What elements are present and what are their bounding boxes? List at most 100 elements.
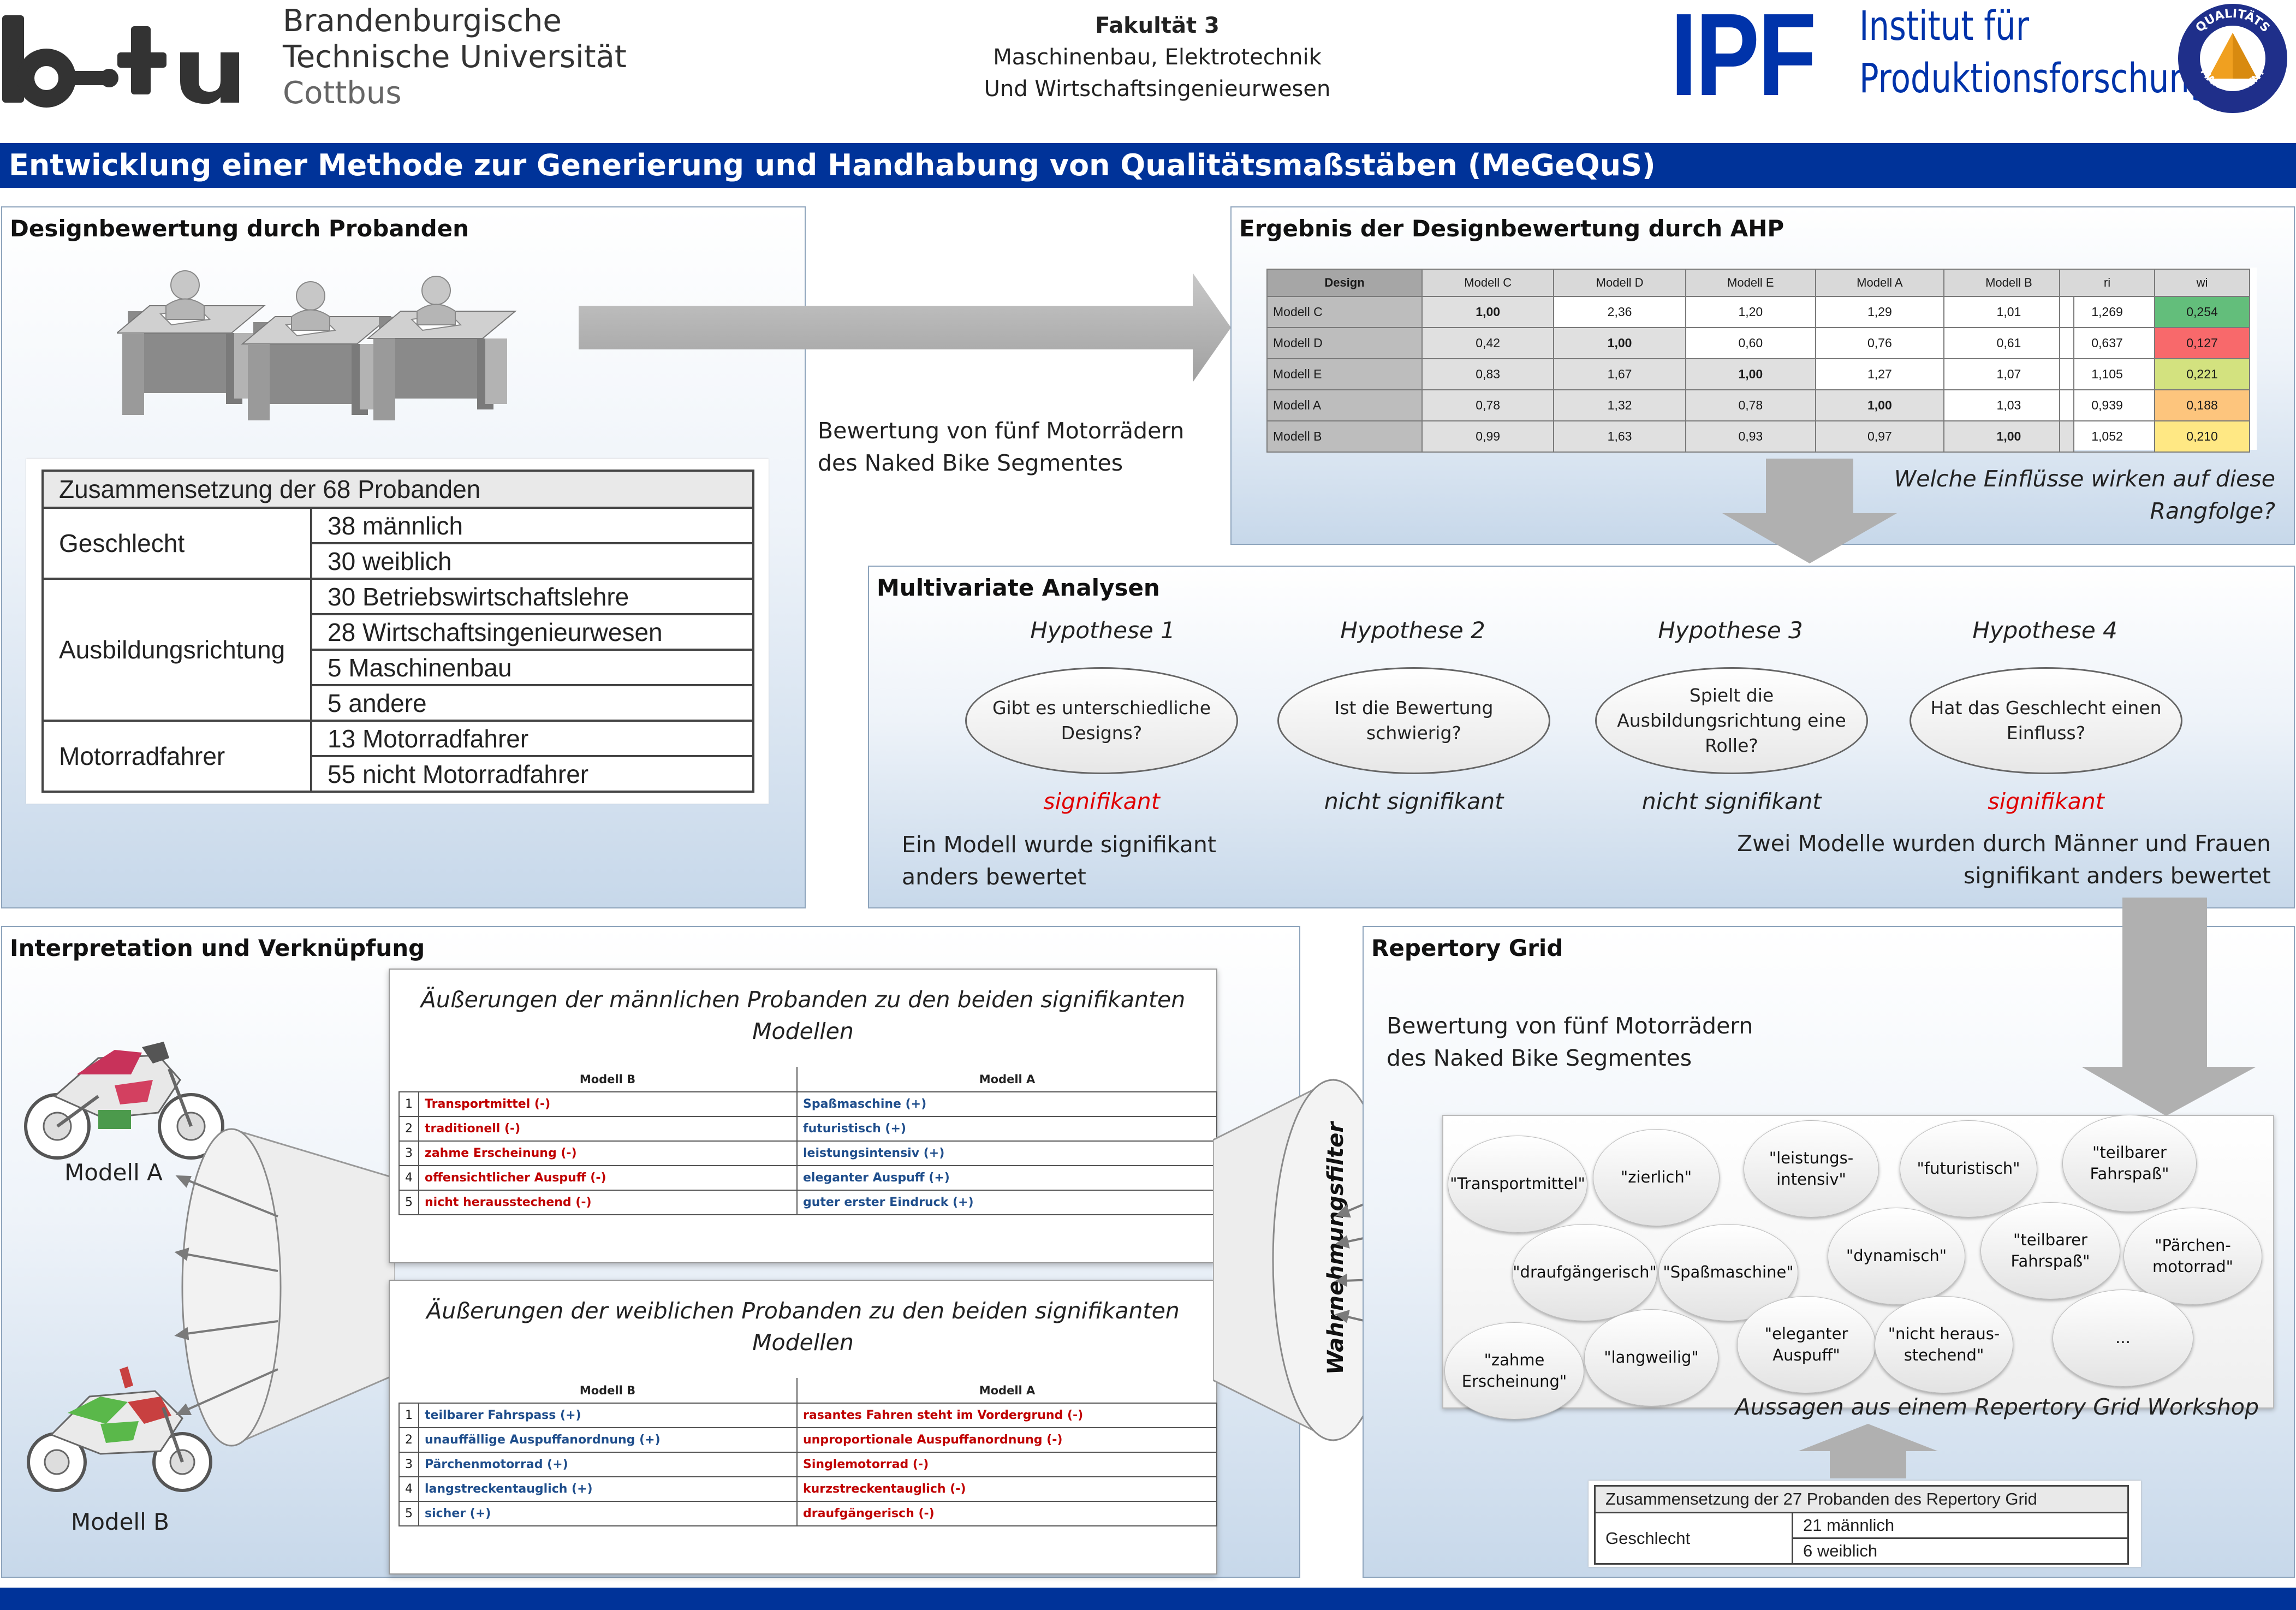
female-card-title: Äußerungen der weiblichen Probanden zu d… xyxy=(390,1295,1216,1358)
ahp-cell: 1,63 xyxy=(1553,420,1686,453)
ahp-cell: 1,01 xyxy=(1943,296,2075,328)
repertory-panel-title: Repertory Grid xyxy=(1371,935,1563,961)
female-title-line-2: Modellen xyxy=(752,1329,854,1356)
ri-cell: 1,269 xyxy=(2059,296,2155,328)
university-line-2: Technische Universität xyxy=(283,39,627,75)
repertory-subtitle: Bewertung von fünf Motorrädern des Naked… xyxy=(1387,1010,1753,1075)
statement-model-a: draufgängerisch (-) xyxy=(796,1501,1217,1526)
statement-bubble: "zahme Erscheinung" xyxy=(1444,1322,1584,1419)
bubble-text: "Spaßmaschine" xyxy=(1663,1263,1794,1282)
row-index: 5 xyxy=(398,1190,419,1215)
col-model-a: Modell A xyxy=(979,1072,1036,1086)
bubble-text: "eleganter Auspuff" xyxy=(1764,1324,1848,1364)
statement-model-b: zahme Erscheinung (-) xyxy=(418,1140,798,1166)
ahp-col-header: Modell B xyxy=(1943,269,2075,297)
repertory-composition-table: Zusammensetzung der 27 Probanden des Rep… xyxy=(1594,1485,2129,1565)
university-line-1: Brandenburgische xyxy=(283,3,562,39)
statement-model-a: unproportionale Auspuffanordnung (-) xyxy=(796,1427,1217,1453)
group-item: 55 nicht Motorradfahrer xyxy=(310,755,754,793)
bubble-text: "nicht heraus- stechend" xyxy=(1888,1324,2000,1364)
statement-model-a: kurzstreckentauglich (-) xyxy=(796,1476,1217,1502)
group-label-education: Ausbildungsrichtung xyxy=(41,578,312,722)
ahp-cell: 0,78 xyxy=(1421,389,1555,421)
table-row: Geschlecht 38 männlich xyxy=(41,507,754,580)
arrow-down-ahp xyxy=(1720,459,1900,565)
motorcycle-b-image xyxy=(19,1364,231,1495)
hypothesis-3-question: Spielt die Ausbildungsrichtung eine Roll… xyxy=(1595,667,1868,774)
table-row: 55 nicht Motorradfahrer xyxy=(43,755,754,793)
ahp-question-line-2: Rangfolge? xyxy=(2150,498,2275,525)
statement-model-b: traditionell (-) xyxy=(418,1116,798,1142)
female-title-line-1: Äußerungen der weiblichen Probanden zu d… xyxy=(426,1298,1180,1324)
interpretation-panel-title: Interpretation und Verknüpfung xyxy=(10,935,425,961)
ri-cell: 1,052 xyxy=(2059,420,2155,453)
university-name: Brandenburgische Technische Universität … xyxy=(283,3,627,111)
repertory-group-label: Geschlecht xyxy=(1594,1512,1793,1565)
repertory-table-title: Zusammensetzung der 27 Probanden des Rep… xyxy=(1594,1485,2129,1513)
table-row: 5 Maschinenbau xyxy=(43,649,754,686)
arrow-up-repertory xyxy=(1797,1424,1939,1478)
statement-bubble: "teilbarer Fahrspaß" xyxy=(1980,1202,2120,1299)
ahp-cell: 1,27 xyxy=(1815,358,1944,390)
ahp-cell: 1,67 xyxy=(1553,358,1686,390)
ahp-col-header: Modell A xyxy=(1815,269,1944,297)
hypothesis-2-question: Ist die Bewertung schwierig? xyxy=(1277,667,1550,774)
repertory-subtitle-line-1: Bewertung von fünf Motorrädern xyxy=(1387,1013,1753,1039)
statement-model-b: unauffällige Auspuffanordnung (+) xyxy=(418,1427,798,1453)
group-label-gender: Geschlecht xyxy=(41,507,312,580)
demographics-header-row: Zusammensetzung der 68 Probanden xyxy=(41,470,754,509)
ahp-col-header: Modell E xyxy=(1685,269,1816,297)
multivariate-panel-title: Multivariate Analysen xyxy=(877,574,1160,601)
bubble-text: "futuristisch" xyxy=(1917,1159,2020,1178)
wi-cell: 0,254 xyxy=(2154,296,2250,328)
ahp-question: Welche Einflüsse wirken auf diese Rangfo… xyxy=(1894,463,2275,528)
ahp-cell: 0,83 xyxy=(1421,358,1555,390)
statement-bubble: "futuristisch" xyxy=(1900,1120,2037,1217)
bubble-text: "teilbarer Fahrspaß" xyxy=(2090,1143,2169,1183)
row-index: 4 xyxy=(398,1165,419,1191)
repertory-grid-panel: Repertory Grid Bewertung von fünf Motorr… xyxy=(1363,926,2295,1578)
weights-header-row: ri wi xyxy=(2059,269,2250,297)
arrow-caption: Bewertung von fünf Motorrädern des Naked… xyxy=(818,415,1184,480)
wi-cell: 0,210 xyxy=(2154,420,2250,453)
ahp-cell: 2,36 xyxy=(1553,296,1686,328)
row-index: 4 xyxy=(398,1476,419,1502)
statement-model-b: Pärchenmotorrad (+) xyxy=(418,1452,798,1477)
table-row: 6 weiblich xyxy=(1595,1537,2129,1565)
group-item: 5 andere xyxy=(310,684,754,722)
statement-bubble: "Pärchen- motorrad" xyxy=(2123,1208,2262,1305)
ahp-cell: 1,29 xyxy=(1815,296,1944,328)
ahp-cell: 0,76 xyxy=(1815,327,1944,359)
faculty-line-3: Und Wirtschaftsingenieurwesen xyxy=(984,76,1331,102)
group-label-rider: Motorradfahrer xyxy=(41,720,312,793)
ahp-cell: 1,20 xyxy=(1685,296,1816,328)
note-right-line-2: signifikant anders bewertet xyxy=(1963,863,2271,889)
interpretation-panel: Interpretation und Verknüpfung Modell A xyxy=(1,926,1394,1578)
statement-model-a: Spaßmaschine (+) xyxy=(796,1091,1217,1117)
faculty-title: Fakultät 3 xyxy=(1095,13,1220,38)
statement-model-a: guter erster Eindruck (+) xyxy=(796,1190,1217,1215)
table-row: Modell C 1,00 2,36 1,20 1,29 1,01 xyxy=(1266,296,2075,328)
ahp-cell: 0,97 xyxy=(1815,420,1944,453)
statement-bubble: "draufgängerisch" xyxy=(1512,1224,1657,1321)
university-line-3: Cottbus xyxy=(283,75,402,111)
ahp-row-label: Modell D xyxy=(1266,327,1423,359)
ahp-col-header: Design xyxy=(1266,269,1423,297)
demographics-table-title: Zusammensetzung der 68 Probanden xyxy=(41,470,754,509)
statement-model-b: langstreckentauglich (+) xyxy=(418,1476,798,1502)
row-index: 3 xyxy=(398,1140,419,1166)
ahp-cell: 1,00 xyxy=(1421,296,1555,328)
hypothesis-3-result: nicht signifikant xyxy=(1641,788,1822,815)
bubble-text: ... xyxy=(2115,1328,2131,1347)
wi-cell: 0,221 xyxy=(2154,358,2250,390)
arrow-right-large xyxy=(579,273,1234,382)
